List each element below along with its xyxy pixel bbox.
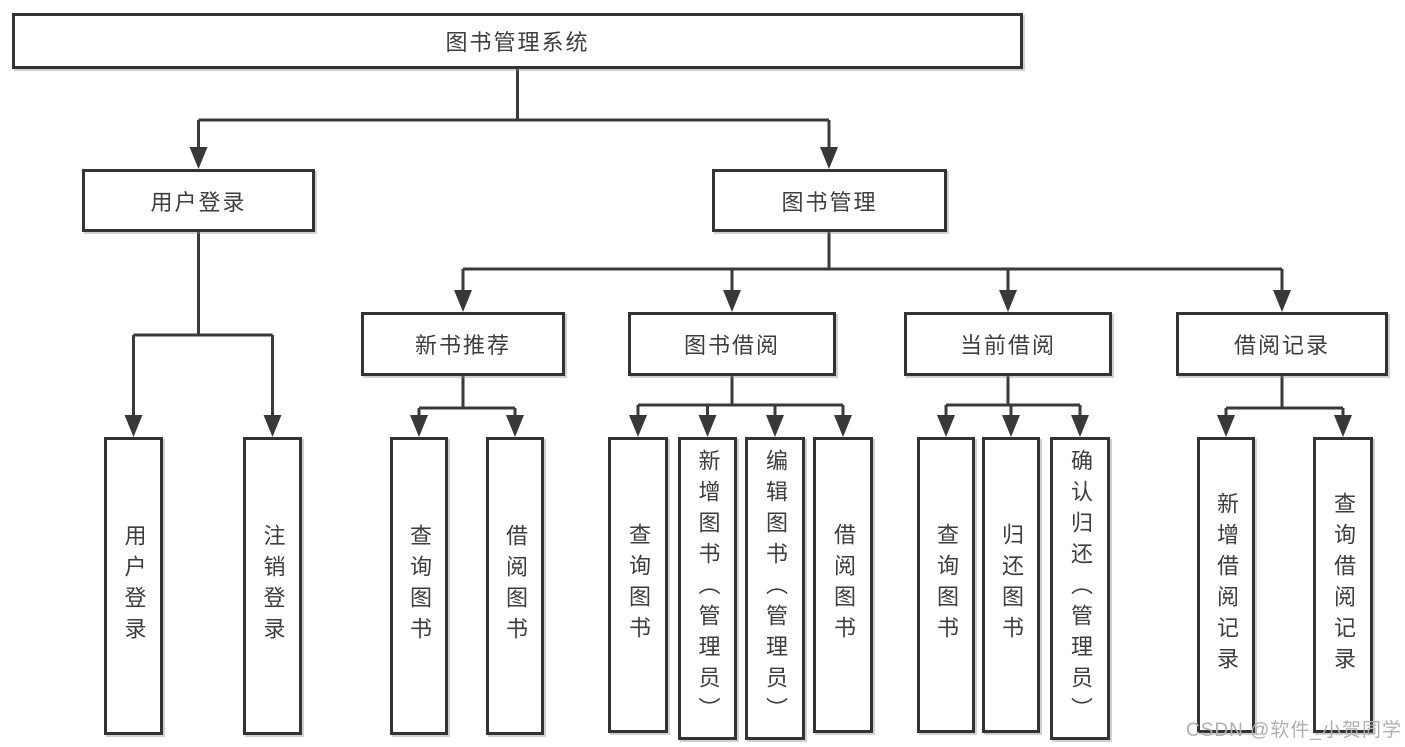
node-label: 借阅图书 [503, 524, 528, 648]
node-label: 图书管理 [781, 189, 878, 215]
connector-current-borrowing-to-children [937, 376, 1089, 437]
node-records-add-record: 新增借阅记录 [1197, 437, 1255, 733]
node-book-management: 图书管理 [712, 169, 947, 232]
node-label: 编辑图书（管理员） [763, 449, 788, 728]
node-newbook-borrow-books: 借阅图书 [486, 437, 544, 735]
node-user-login: 用户登录 [82, 169, 315, 232]
node-label: 借阅记录 [1233, 333, 1330, 358]
node-label: 新书推荐 [414, 333, 511, 358]
node-records-query-record: 查询借阅记录 [1313, 437, 1373, 733]
node-label: 当前借阅 [959, 333, 1056, 358]
node-label: 确认归还（管理员） [1068, 449, 1093, 728]
node-label: 借阅图书 [831, 523, 856, 647]
connector-root-to-level2 [189, 69, 838, 169]
connector-new-book-to-children [410, 376, 524, 437]
node-label: 查询借阅记录 [1331, 492, 1356, 678]
node-borrow-add-books-admin: 新增图书（管理员） [678, 437, 737, 740]
node-borrow-edit-books-admin: 编辑图书（管理员） [745, 437, 805, 740]
node-label: 注销登录 [260, 524, 286, 648]
node-label: 图书管理系统 [445, 30, 590, 55]
csdn-watermark: CSDN @软件_小贺同学 [1186, 720, 1402, 741]
connector-book-management-to-level3 [454, 232, 1291, 312]
node-borrowing-records: 借阅记录 [1176, 312, 1388, 376]
node-current-borrowing: 当前借阅 [904, 312, 1112, 376]
node-label: 用户登录 [150, 189, 247, 215]
node-borrow-query-books: 查询图书 [608, 437, 668, 733]
node-label: 查询图书 [626, 523, 651, 647]
node-current-return-books: 归还图书 [982, 437, 1040, 733]
connector-borrow-records-to-children [1217, 376, 1352, 437]
node-label: 查询图书 [934, 523, 959, 647]
node-label: 查询图书 [407, 524, 432, 648]
connector-book-borrowing-to-children [629, 376, 852, 437]
node-label: 归还图书 [999, 523, 1024, 647]
node-new-book-recommendation: 新书推荐 [361, 312, 565, 376]
node-borrow-borrow-books: 借阅图书 [813, 437, 873, 733]
node-user-login-action: 用户登录 [104, 437, 163, 735]
node-label: 新增借阅记录 [1214, 492, 1239, 678]
node-library-management-system: 图书管理系统 [12, 13, 1023, 69]
node-current-confirm-return-admin: 确认归还（管理员） [1050, 437, 1110, 740]
node-newbook-query-books: 查询图书 [390, 437, 448, 735]
node-label: 新增图书（管理员） [695, 449, 721, 728]
node-label: 图书借阅 [683, 333, 780, 358]
node-book-borrowing: 图书借阅 [628, 312, 836, 376]
node-label: 用户登录 [121, 524, 147, 648]
node-logout-action: 注销登录 [243, 437, 302, 735]
node-current-query-books: 查询图书 [917, 437, 975, 733]
connector-user-login-to-children [124, 232, 282, 437]
